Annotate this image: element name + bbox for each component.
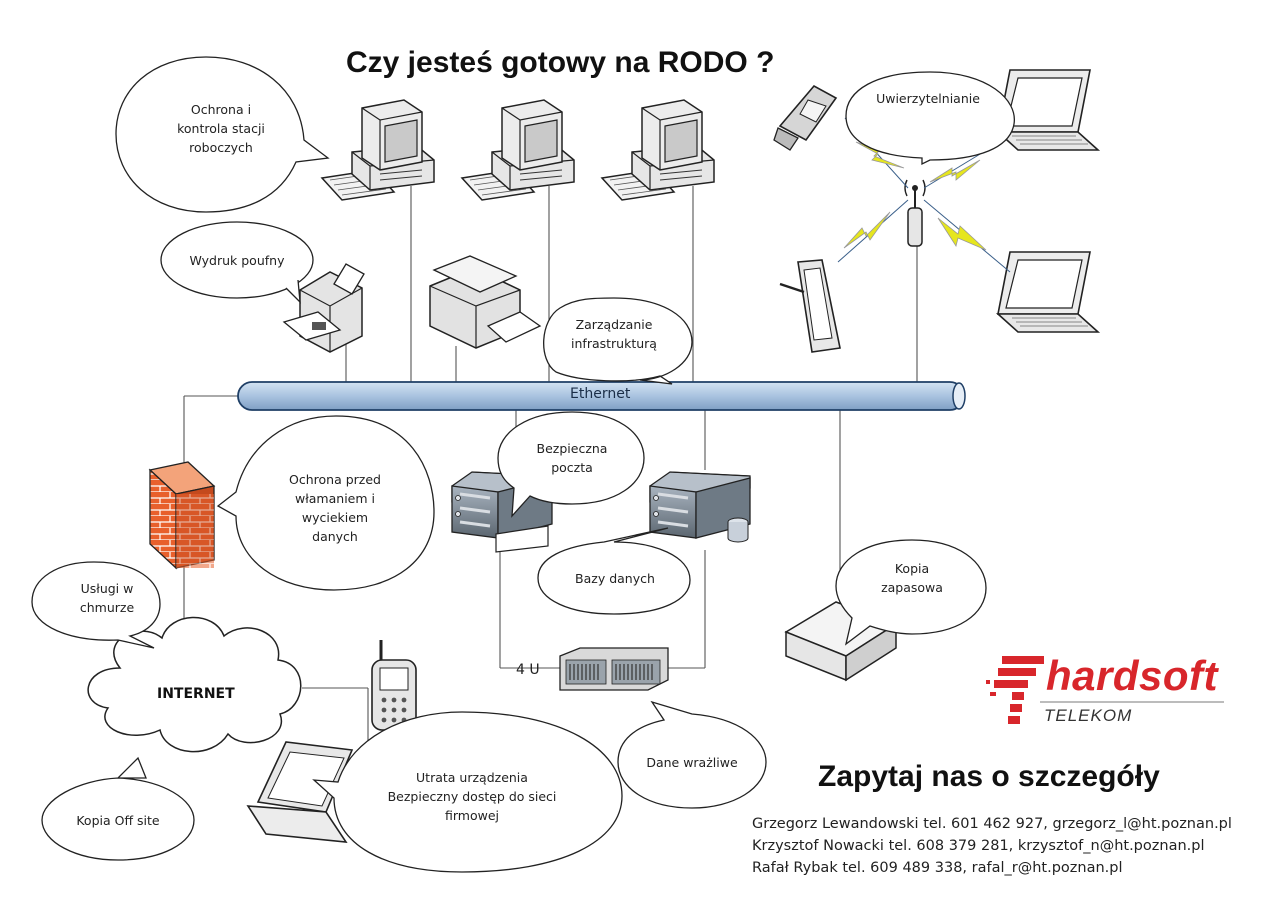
bubble-print: Wydruk poufny	[189, 252, 285, 268]
database-server-icon	[648, 470, 752, 543]
lightning-icon	[843, 141, 987, 251]
workstation-icon	[461, 99, 575, 201]
logo-name: hardsoft	[1046, 652, 1218, 699]
contact-line: Rafał Rybak tel. 609 489 338, rafal_r@ht…	[752, 860, 1123, 876]
page-title: Czy jesteś gotowy na RODO ?	[346, 46, 775, 79]
access-point-icon	[904, 179, 926, 247]
ethernet-bus	[237, 381, 966, 411]
rack-size-label: 4 U	[516, 662, 540, 678]
storage-rack-icon	[559, 647, 669, 691]
internet-cloud-icon	[87, 616, 302, 753]
printer-icon	[282, 263, 365, 353]
bubble-authentication: Uwierzytelnianie	[876, 90, 980, 106]
bubble-sensitive-data: Dane wrażliwe	[646, 754, 738, 770]
ethernet-label: Ethernet	[570, 386, 631, 402]
mail-server-icon	[450, 470, 554, 553]
network-links	[183, 186, 918, 745]
mobile-phone-icon	[773, 84, 838, 151]
contact-line: Grzegorz Lewandowski tel. 601 462 927, g…	[752, 816, 1232, 832]
laptop-icon	[997, 251, 1099, 333]
contact-line: Krzysztof Nowacki tel. 608 379 281, krzy…	[752, 838, 1205, 854]
cell-phone-icon	[371, 640, 417, 731]
hardsoft-logo-mark	[986, 656, 1044, 724]
internet-label: INTERNET	[157, 686, 235, 702]
tablet-icon	[779, 259, 841, 353]
bubble-offsite: Kopia Off site	[76, 812, 160, 828]
workstation-icon	[601, 99, 715, 201]
speech-bubbles	[31, 56, 1015, 873]
workstation-icon	[321, 99, 435, 201]
logo-subtitle: TELEKOM	[1044, 706, 1133, 725]
firewall-icon	[148, 461, 216, 570]
cta-heading: Zapytaj nas o szczegóły	[818, 760, 1160, 793]
printer-icon	[429, 255, 542, 349]
laptop-icon	[246, 741, 354, 843]
bubble-databases: Bazy danych	[575, 570, 655, 586]
